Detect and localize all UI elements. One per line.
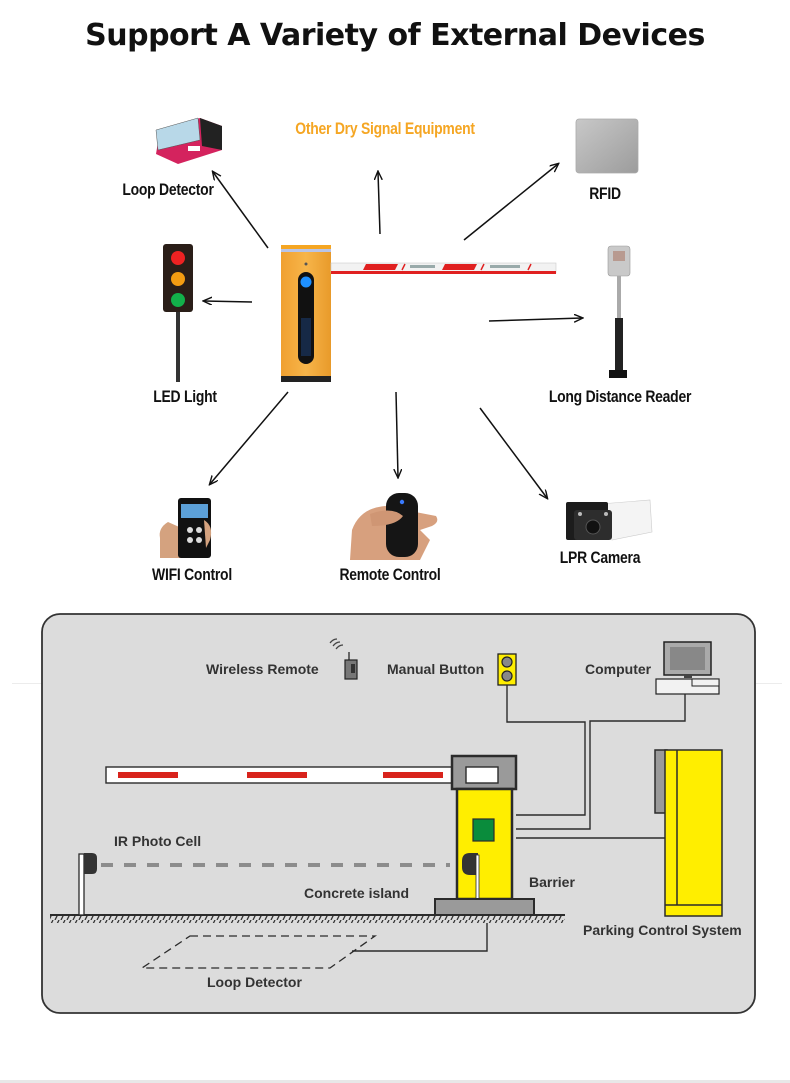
arrow-to-long-distance-reader: [488, 318, 582, 321]
rfid-label: RFID: [589, 184, 621, 203]
computer-label: Computer: [585, 661, 652, 677]
computer-icon: [655, 641, 720, 695]
page-bottom-border: [0, 1080, 790, 1083]
long-distance-reader-label: Long Distance Reader: [548, 387, 692, 406]
loop-detector-outline: [139, 935, 378, 969]
ir-photo-cell-label: IR Photo Cell: [114, 833, 202, 849]
page-title: Support A Variety of External Devices: [85, 18, 705, 53]
loop-detector-image: [155, 117, 222, 164]
arrow-to-lpr-camera: [479, 407, 547, 498]
page-divider-left: [12, 683, 42, 684]
wire-loop-detector: [352, 923, 488, 952]
parking-control-system-icon: [654, 749, 723, 917]
led-light-image: [163, 244, 193, 382]
remote-control-image: [350, 493, 438, 560]
barrier-housing: [450, 754, 518, 901]
loop-detector-label: Loop Detector: [122, 180, 214, 199]
led-light-label: LED Light: [153, 387, 217, 406]
lpr-camera-image: [566, 499, 653, 541]
wireless-remote-label: Wireless Remote: [206, 661, 319, 677]
concrete-island: [434, 898, 535, 916]
wire-computer: [516, 694, 686, 830]
wifi-control-image: [159, 498, 212, 558]
ir-photo-cell-icon: [78, 853, 97, 916]
wire-manual-button: [506, 685, 586, 816]
arrow-to-wifi-control: [210, 391, 289, 484]
arrow-to-led-light: [204, 301, 253, 302]
barrier-gate-image: [281, 245, 557, 382]
barrier-label: Barrier: [529, 874, 575, 890]
hub-diagram: [155, 117, 653, 560]
arrow-to-remote-control: [396, 391, 398, 477]
lpr-camera-label: LPR Camera: [559, 548, 641, 567]
wireless-remote-icon: [329, 638, 358, 680]
parking-control-system-label: Parking Control System: [583, 922, 742, 938]
other-dry-signal-label: Other Dry Signal Equipment: [295, 119, 475, 138]
arrow-to-loop-detector: [213, 172, 269, 249]
long-distance-reader-image: [607, 245, 631, 378]
diagram-panel: [41, 613, 756, 1014]
arrow-to-rfid: [463, 164, 558, 241]
manual-button-label: Manual Button: [387, 661, 485, 677]
manual-button-icon: [497, 653, 517, 686]
loop-detector-diagram-label: Loop Detector: [207, 974, 302, 990]
remote-control-label: Remote Control: [339, 565, 441, 584]
arrow-to-other-dry-signal: [378, 172, 380, 235]
rfid-image: [575, 118, 639, 174]
wifi-control-label: WIFI Control: [152, 565, 232, 584]
concrete-island-label: Concrete island: [304, 885, 410, 901]
page-divider-right: [756, 683, 782, 684]
